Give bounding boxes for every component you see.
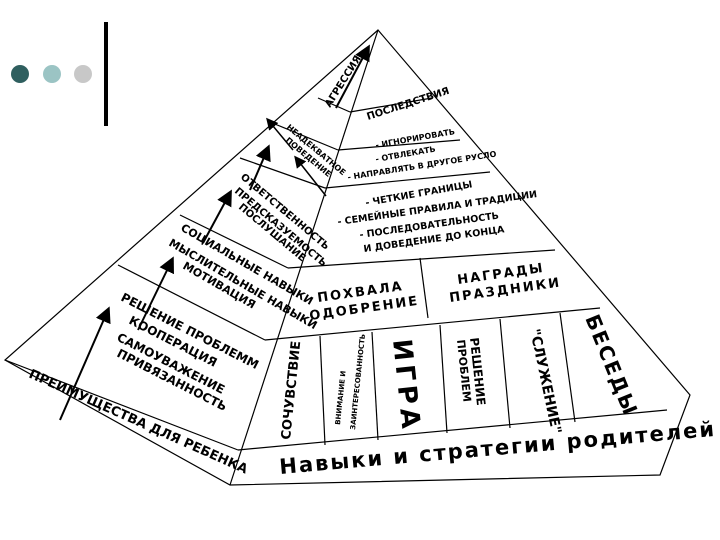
svg-text:ВНИМАНИЕ И: ВНИМАНИЕ И: [334, 370, 348, 425]
decor-vertical-bar: [104, 22, 108, 126]
cell-sympathy: СОЧУВСТВИЕ: [279, 340, 304, 440]
bottom-cells: СОЧУВСТВИЕ ВНИМАНИЕ И ЗАИНТЕРЕСОВАННОСТЬ…: [279, 311, 643, 441]
cell-service: "СЛУЖЕНИЕ": [526, 328, 564, 436]
cell-play: ИГРА: [386, 338, 426, 434]
decor-dot-dark: [11, 65, 29, 83]
decor-dot-light: [43, 65, 61, 83]
pyramid-outline: [3, 29, 691, 486]
rewards-block: НАГРАДЫ ПРАЗДНИКИ: [448, 261, 562, 306]
downward-arrows: [266, 117, 327, 197]
praise-block: ПОХВАЛА ОДОБРЕНИЕ: [308, 279, 420, 324]
svg-text:- ИГНОРИРОВАТЬ: - ИГНОРИРОВАТЬ: [375, 127, 456, 150]
progress-arrows: [59, 44, 370, 421]
label-aggression: АГРЕССИЯ: [323, 54, 364, 110]
svg-text:ЗАИНТЕРЕСОВАННОСТЬ: ЗАИНТЕРЕСОВАННОСТЬ: [349, 334, 367, 431]
limits-block: - ЧЕТКИЕ ГРАНИЦЫ - СЕМЕЙНЫЕ ПРАВИЛА И ТР…: [337, 179, 538, 255]
decor-dot-gray: [74, 65, 92, 83]
label-level4: НЕАДЕКВАТНОЕ ПОВЕДЕНИЕ: [284, 123, 348, 179]
cell-talks: БЕСЕДЫ: [580, 311, 643, 420]
label-level1: РЕШЕНИЕ ПРОБЛЕММ КООПЕРАЦИЯ САМОУВАЖЕНИЕ…: [115, 290, 261, 414]
label-consequences: ПОСЛЕДСТВИЯ: [366, 86, 451, 123]
